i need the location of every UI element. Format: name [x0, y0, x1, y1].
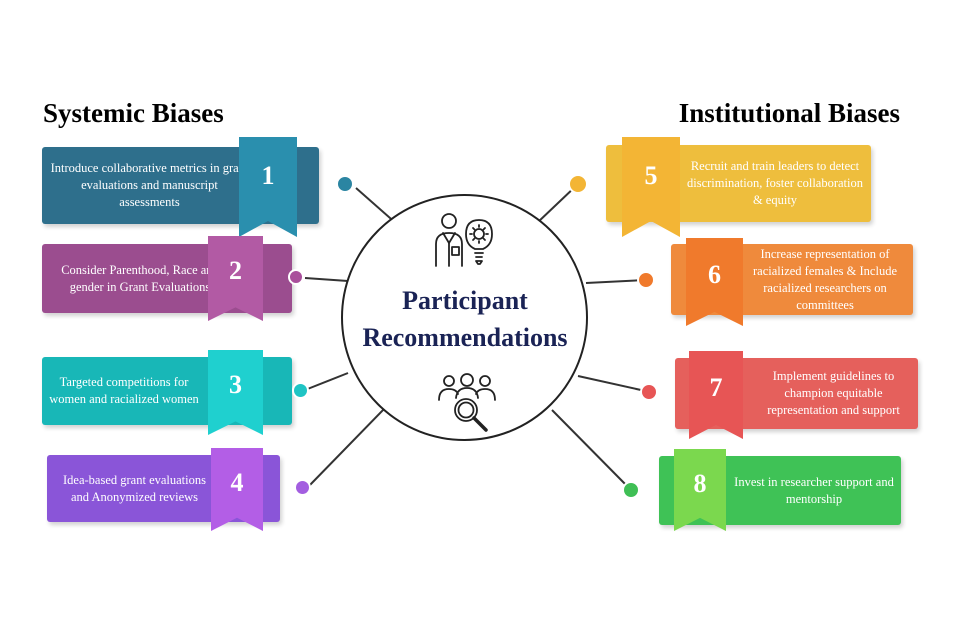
recommendation-text-4: Idea-based grant evaluations and Anonymi…	[63, 472, 206, 504]
doctor-lightbulb-icon	[435, 213, 493, 267]
number-ribbon-3: 3	[208, 350, 263, 435]
connector-knob-6	[637, 271, 655, 289]
connector-line-6	[585, 279, 646, 284]
connector-line-2	[304, 277, 349, 282]
number-label-7: 7	[709, 373, 723, 402]
number-label-4: 4	[230, 468, 244, 497]
number-ribbon-5: 5	[622, 137, 680, 237]
center-title-line-2: Recommendations	[362, 323, 568, 352]
institutional-biases-heading: Institutional Biases	[678, 98, 900, 128]
systemic-biases-heading: Systemic Biases	[43, 98, 224, 128]
number-ribbon-4: 4	[211, 448, 263, 531]
number-ribbon-7: 7	[689, 351, 743, 439]
connector-knob-2	[288, 269, 304, 285]
number-label-6: 6	[708, 260, 721, 289]
recommendation-text-5: Recruit and train leaders to detect disc…	[687, 159, 863, 207]
connector-line-3	[304, 372, 349, 391]
center-title-line-1: Participant	[402, 286, 528, 315]
connector-knob-5	[568, 174, 588, 194]
number-label-5: 5	[644, 161, 658, 190]
number-label-3: 3	[229, 370, 242, 399]
connector-knob-1	[336, 175, 354, 193]
number-ribbon-8: 8	[674, 449, 726, 531]
number-label-8: 8	[693, 469, 707, 498]
number-ribbon-1: 1	[239, 137, 297, 237]
number-label-2: 2	[229, 256, 242, 285]
connector-knob-8	[622, 481, 640, 499]
number-ribbon-2: 2	[208, 236, 263, 321]
recommendation-text-6: Increase representation of racialized fe…	[752, 246, 898, 312]
recommendation-text-3: Targeted competitions for women and raci…	[49, 375, 199, 406]
recommendation-text-7: Implement guidelines to champion equitab…	[767, 369, 900, 417]
connector-knob-7	[640, 383, 658, 401]
people-search-icon	[438, 373, 496, 432]
connector-knob-4	[294, 479, 311, 496]
number-label-1: 1	[261, 161, 275, 190]
recommendation-text-2: Consider Parenthood, Race and gender in …	[61, 262, 219, 294]
number-ribbon-6: 6	[686, 238, 743, 326]
connector-line-7	[577, 375, 651, 393]
recommendation-text-8: Invest in researcher support and mentors…	[734, 474, 894, 506]
connector-line-8	[551, 409, 632, 491]
recommendation-text-1: Introduce collaborative metrics in grant…	[50, 161, 249, 209]
connector-line-4	[307, 407, 386, 488]
connector-knob-3	[292, 382, 309, 399]
